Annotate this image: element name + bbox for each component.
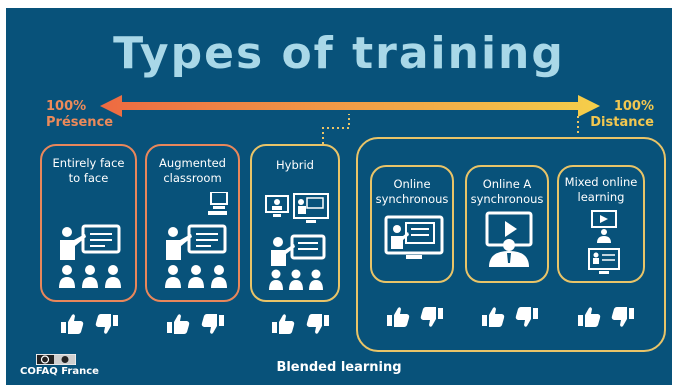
thumbs-down-icon <box>515 307 538 327</box>
credit-label: COFAQ France <box>20 366 99 377</box>
mixed-online-icon <box>588 210 620 274</box>
thumbs-down-icon <box>306 314 329 334</box>
teacher-students-computer-icon <box>165 192 228 288</box>
presence-percent: 100% <box>46 99 87 114</box>
presence-distance-arrow <box>100 95 600 144</box>
page-title: Types of training <box>113 28 565 79</box>
distance-group-frame <box>356 137 666 352</box>
live-video-class-icon <box>384 215 444 259</box>
thumbs-up-icon <box>167 314 190 334</box>
thumbs-down-icon <box>95 314 118 334</box>
thumbs-down-icon <box>611 307 634 327</box>
box-label: Hybrid <box>276 158 314 172</box>
thumbs-up-icon <box>482 307 505 327</box>
thumbs-up-icon <box>61 314 84 334</box>
slide: Types of training 100% Présence 100% Dis… <box>6 8 672 385</box>
thumbs-up-icon <box>272 314 295 334</box>
distance-label: 100% Distance <box>590 99 654 131</box>
distance-percent: 100% <box>613 99 654 114</box>
hybrid-online-and-classroom-icon <box>265 193 329 290</box>
teacher-presenting-to-students-icon <box>59 224 121 288</box>
feedback-thumbs <box>61 307 634 334</box>
presence-text: Présence <box>46 115 114 130</box>
distance-text: Distance <box>590 115 654 130</box>
recorded-video-icon <box>485 211 533 267</box>
blended-learning-caption: Blended learning <box>276 360 402 375</box>
thumbs-up-icon <box>578 307 601 327</box>
thumbs-down-icon <box>420 307 443 327</box>
thumbs-up-icon <box>387 307 410 327</box>
thumbs-down-icon <box>201 314 224 334</box>
cc-by-license-badge <box>36 354 76 365</box>
box-hybrid: Hybrid <box>250 144 340 302</box>
presence-label: 100% Présence <box>46 99 113 131</box>
